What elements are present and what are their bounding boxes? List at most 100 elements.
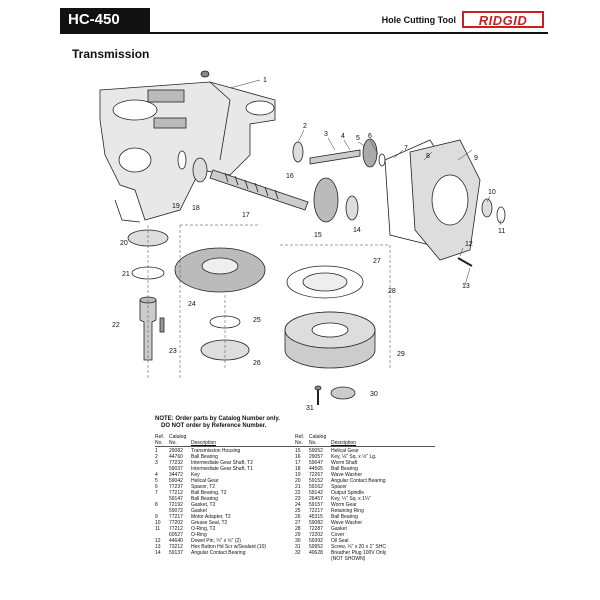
part-catalog-number: 72267 <box>309 472 323 478</box>
part-description: Transmission Housing <box>191 448 241 454</box>
part-description: Angular Contact Bearing <box>331 478 386 484</box>
header-cat-line1: Catalog <box>309 434 327 440</box>
order-note-line-1: NOTE: Order parts by Catalog Number only… <box>155 416 280 422</box>
part-catalog-number: 73212 <box>169 544 183 550</box>
part-description: Output Spindle <box>331 490 365 496</box>
part-ref-number: 11 <box>155 526 161 532</box>
callout-numbers: 1 2 3 4 5 6 7 8 9 10 11 12 13 14 15 16 1… <box>112 77 505 412</box>
part-catalog-number: 59052 <box>309 448 323 454</box>
part-catalog-number: 59152 <box>309 478 323 484</box>
part-description: Worm Gear <box>331 502 357 508</box>
callout-7: 7 <box>404 145 408 152</box>
part-catalog-number: 77212 <box>169 526 183 532</box>
part-catalog-number: 40628 <box>309 550 323 556</box>
part-catalog-number: 59037 <box>169 466 183 472</box>
part-description: Gasket, T2 <box>191 502 216 508</box>
header-cat-line2: No. <box>169 440 177 446</box>
part-ref-number: 32 <box>295 550 301 556</box>
part-ref-number: 24 <box>295 502 301 508</box>
part-description: Key, ¼" Sq. x 1¼" <box>331 496 371 502</box>
part-catalog-number: 59082 <box>309 520 323 526</box>
model-label: HC-450 <box>60 8 150 32</box>
part-description: Spacer, T2 <box>191 484 216 490</box>
part-catalog-number: 72202 <box>309 532 323 538</box>
part-ref-number: 19 <box>295 472 301 478</box>
callout-13: 13 <box>462 283 470 290</box>
part-catalog-number: 44760 <box>169 454 183 460</box>
part-ref-number: 14 <box>155 550 161 556</box>
part-ref-number: 27 <box>295 520 301 526</box>
part-description: Ball Bearing <box>191 496 218 502</box>
part-catalog-number: 44640 <box>169 538 183 544</box>
part-ref-number: 30 <box>295 538 301 544</box>
part-catalog-number: 59157 <box>309 502 323 508</box>
part-description: Helical Gear <box>191 478 219 484</box>
header-ref-line1: Ref. <box>155 434 165 440</box>
table-row: 24 59157 Worm Gear <box>295 502 435 508</box>
part-catalog-number: 59047 <box>309 460 323 466</box>
part-catalog-number: 59142 <box>309 490 323 496</box>
part-ref-number: 26 <box>295 514 301 520</box>
part-description: Ball Bearing <box>331 514 358 520</box>
callout-5: 5 <box>356 135 360 142</box>
callout-6: 6 <box>368 133 372 140</box>
part-description: Gasket <box>331 526 347 532</box>
angular-contact-bearing-part <box>345 195 359 221</box>
table-row: (NOT SHOWN) <box>295 556 435 562</box>
callout-18: 18 <box>192 205 200 212</box>
part-catalog-number: 60527 <box>169 532 183 538</box>
part-description: Breather Plug 100V Only <box>331 550 387 556</box>
part-description: Intermediate Gear Shaft, T2 <box>191 460 253 466</box>
callout-12: 12 <box>465 241 473 248</box>
part-description: Angular Contact Bearing <box>191 550 246 556</box>
ball-bearing-part <box>292 141 304 163</box>
order-note: NOTE: Order parts by Catalog Number only… <box>155 416 435 430</box>
part-description: Wave Washer <box>331 520 363 526</box>
header-ref-line2: No. <box>295 440 303 446</box>
part-catalog-number: 77202 <box>169 520 183 526</box>
part-description: Retaining Ring <box>331 508 364 514</box>
part-catalog-number: 77232 <box>169 460 183 466</box>
part-ref-number <box>295 556 309 562</box>
callout-4: 4 <box>341 133 345 140</box>
part-catalog-number: 45315 <box>309 514 323 520</box>
part-ref-number: 23 <box>295 496 301 502</box>
part-description: Motor Adapter, T2 <box>191 514 231 520</box>
hex-screw-part <box>457 257 473 267</box>
part-ref-number: 2 <box>155 454 158 460</box>
part-catalog-number: 77217 <box>169 514 183 520</box>
part-ref-number: 31 <box>295 544 301 550</box>
part-description: Key, ⅛" Sq. x ½" Lg. <box>331 454 377 460</box>
header-cat-line2: No. <box>309 440 317 446</box>
callout-30: 30 <box>370 391 378 398</box>
callout-10: 10 <box>488 189 496 196</box>
part-catalog-number: 72287 <box>309 526 323 532</box>
ball-bearing-part <box>192 157 208 183</box>
callout-31: 31 <box>306 405 314 412</box>
part-ref-number: 21 <box>295 484 301 490</box>
exploded-parts-diagram: 1 2 3 4 5 6 7 8 9 10 11 12 13 14 15 16 1… <box>99 70 506 412</box>
part-catalog-number: 77212 <box>169 490 183 496</box>
part-description: Ball Bearing, T2 <box>191 490 227 496</box>
part-catalog-number: 77237 <box>169 484 183 490</box>
part-description: Ball Bearing <box>331 466 358 472</box>
brand-logo: RIDGID <box>462 11 544 28</box>
part-catalog-number: 59137 <box>169 550 183 556</box>
part-ref-number: 28 <box>295 526 301 532</box>
part-description: Hex Button Hd Scr w/Sealant (10) <box>191 544 267 550</box>
part-description: Gasket <box>191 508 207 514</box>
part-ref-number: 10 <box>155 520 161 526</box>
